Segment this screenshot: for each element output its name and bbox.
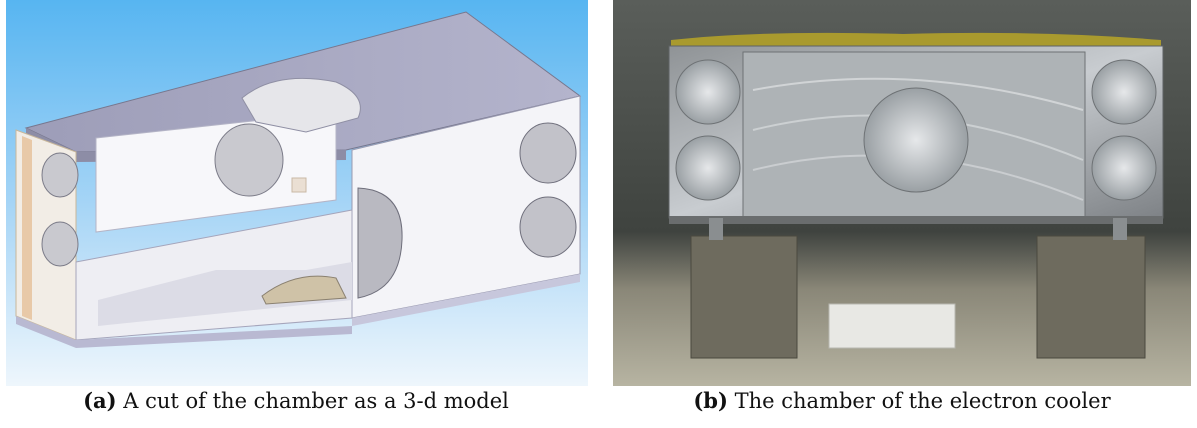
- cad-model-image: [6, 0, 588, 386]
- caption-b-text: The chamber of the electron cooler: [734, 389, 1111, 413]
- figure-a: (a) A cut of the chamber as a 3-d model: [0, 0, 592, 428]
- caption-b: (b) The chamber of the electron cooler: [607, 388, 1197, 413]
- caption-a-label: (a): [83, 388, 117, 413]
- figure-b: (b) The chamber of the electron cooler: [607, 0, 1197, 428]
- cad-chamber-render: [6, 0, 588, 386]
- chamber-photo-render: [613, 0, 1191, 386]
- caption-a: (a) A cut of the chamber as a 3-d model: [0, 388, 592, 413]
- chamber-photo: [613, 0, 1191, 386]
- caption-b-label: (b): [693, 388, 728, 413]
- caption-a-text: A cut of the chamber as a 3-d model: [123, 389, 509, 413]
